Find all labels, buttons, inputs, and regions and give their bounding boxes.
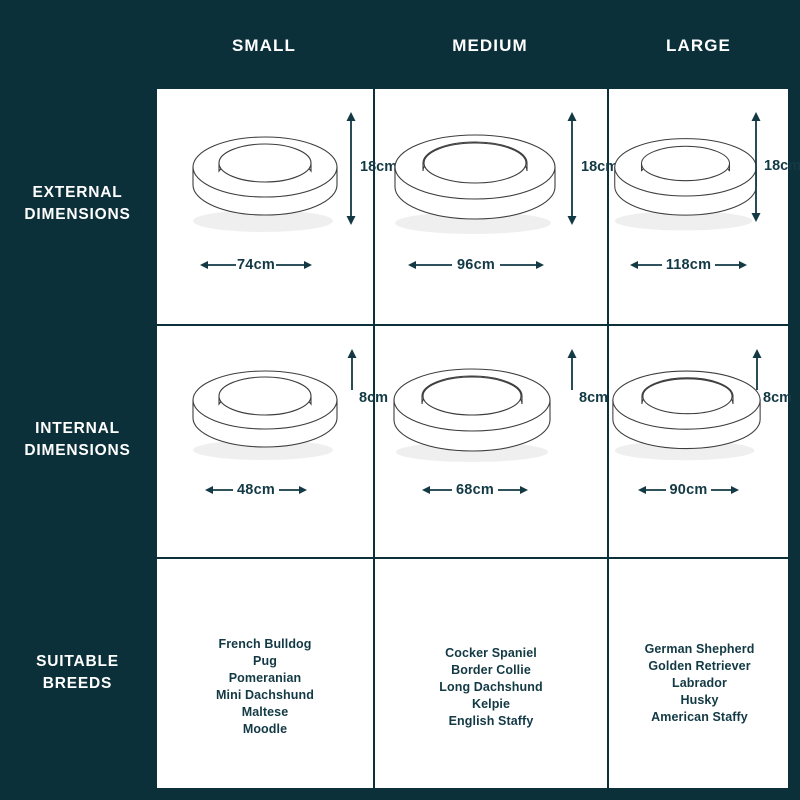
ring-illustration-internal-medium — [375, 344, 607, 464]
right-arrow-icon — [497, 486, 528, 494]
height-arrow-external-medium — [567, 112, 577, 225]
breed-item: Pug — [253, 654, 277, 668]
left-arrow-icon — [637, 486, 666, 494]
height-arrow-internal-small — [347, 349, 357, 390]
breeds-list-medium: Cocker Spaniel Border Collie Long Dachsh… — [375, 645, 607, 730]
width-value-external-small: 74cm — [237, 257, 275, 273]
width-arrow-external-small: 74cm — [157, 255, 373, 275]
breed-item: Kelpie — [471, 697, 511, 711]
column-divider-2 — [607, 89, 609, 788]
breed-item: Cocker Spaniel — [445, 646, 537, 660]
width-value-internal-small: 48cm — [237, 482, 275, 498]
width-arrow-external-medium: 96cm — [375, 255, 607, 275]
cell-external-medium: 18cm 96cm — [375, 89, 618, 324]
width-value-internal-large: 90cm — [669, 482, 708, 498]
dog-bed-ring-icon — [394, 134, 556, 234]
height-value-external-medium: 18cm — [581, 159, 619, 175]
dog-bed-ring-icon — [192, 370, 338, 460]
height-value-external-small: 18cm — [360, 159, 398, 175]
breed-item: Moodle — [242, 722, 288, 736]
row-label-line-2: DIMENSIONS — [24, 442, 131, 459]
height-value-external-large: 18cm — [764, 158, 800, 174]
width-value-internal-medium: 68cm — [456, 482, 494, 498]
right-arrow-icon — [499, 261, 544, 269]
ring-illustration-internal-small — [157, 344, 373, 464]
row-label-internal-dimensions: INTERNAL DIMENSIONS — [0, 418, 155, 462]
height-value-internal-medium: 8cm — [579, 390, 609, 406]
cell-breeds-large: German Shepherd Golden Retriever Labrado… — [609, 559, 790, 790]
height-arrow-internal-medium — [567, 349, 577, 390]
right-arrow-icon — [715, 261, 748, 269]
breed-item: Husky — [680, 693, 719, 707]
ring-illustration-external-medium — [375, 107, 607, 237]
dog-bed-ring-icon — [393, 368, 551, 462]
height-arrow-external-large — [751, 112, 761, 222]
width-value-external-medium: 96cm — [457, 257, 495, 273]
right-arrow-icon — [711, 486, 740, 494]
breed-item: Labrador — [672, 676, 727, 690]
row-divider-2 — [157, 557, 788, 559]
row-label-line-2: BREEDS — [42, 675, 113, 692]
breeds-list-small: French Bulldog Pug Pomeranian Mini Dachs… — [157, 636, 373, 738]
height-value-internal-large: 8cm — [763, 390, 793, 406]
breed-item: Pomeranian — [228, 671, 302, 685]
cell-internal-small: 8cm 48cm — [157, 326, 388, 557]
width-value-external-large: 118cm — [665, 257, 712, 273]
ring-illustration-internal-large — [609, 344, 790, 464]
cell-internal-medium: 8cm 68cm — [375, 326, 609, 557]
height-arrow-internal-large — [752, 349, 762, 390]
cell-external-large: 18cm 118cm — [609, 89, 800, 324]
breeds-list-large: German Shepherd Golden Retriever Labrado… — [609, 641, 790, 726]
column-divider-1 — [373, 89, 375, 788]
column-header-large: LARGE — [666, 36, 731, 55]
right-arrow-icon — [275, 261, 312, 269]
row-label-line-1: SUITABLE — [36, 653, 119, 670]
row-label-suitable-breeds: SUITABLE BREEDS — [0, 651, 155, 695]
row-label-line-2: DIMENSIONS — [24, 206, 131, 223]
left-arrow-icon — [205, 486, 234, 494]
cell-breeds-small: French Bulldog Pug Pomeranian Mini Dachs… — [157, 559, 373, 790]
width-arrow-internal-large: 90cm — [609, 480, 790, 500]
cell-external-small: 18cm 74cm — [157, 89, 397, 324]
dog-bed-ring-icon — [614, 138, 757, 231]
breed-item: Golden Retriever — [648, 659, 751, 673]
height-value-internal-small: 8cm — [359, 390, 389, 406]
row-label-line-1: INTERNAL — [35, 420, 120, 437]
size-chart-grid: 18cm 74cm — [155, 87, 800, 790]
breed-item: Border Collie — [451, 663, 531, 677]
breed-item: Mini Dachshund — [216, 688, 314, 702]
left-arrow-icon — [422, 486, 453, 494]
width-arrow-external-large: 118cm — [609, 255, 790, 275]
column-header-medium: MEDIUM — [452, 36, 528, 55]
breed-item: English Staffy — [448, 714, 534, 728]
width-arrow-internal-small: 48cm — [157, 480, 373, 500]
dog-bed-ring-icon — [192, 136, 338, 232]
cell-internal-large: 8cm 90cm — [609, 326, 793, 557]
right-arrow-icon — [278, 486, 307, 494]
ring-illustration-external-small — [157, 107, 373, 237]
left-arrow-icon — [408, 261, 453, 269]
ring-illustration-external-large — [609, 109, 790, 239]
breed-item: American Staffy — [651, 710, 748, 724]
left-arrow-icon — [629, 261, 662, 269]
breed-item: German Shepherd — [644, 642, 755, 656]
left-arrow-icon — [200, 261, 237, 269]
column-header-small: SMALL — [231, 36, 297, 55]
row-divider-1 — [157, 324, 788, 326]
cell-breeds-medium: Cocker Spaniel Border Collie Long Dachsh… — [375, 559, 607, 790]
breed-item: Maltese — [241, 705, 289, 719]
height-arrow-external-small — [346, 112, 356, 225]
row-label-external-dimensions: EXTERNAL DIMENSIONS — [0, 182, 155, 226]
width-arrow-internal-medium: 68cm — [375, 480, 607, 500]
breed-item: Long Dachshund — [439, 680, 543, 694]
row-label-line-1: EXTERNAL — [32, 184, 123, 201]
breed-item: French Bulldog — [218, 637, 312, 651]
dog-bed-ring-icon — [612, 370, 761, 461]
